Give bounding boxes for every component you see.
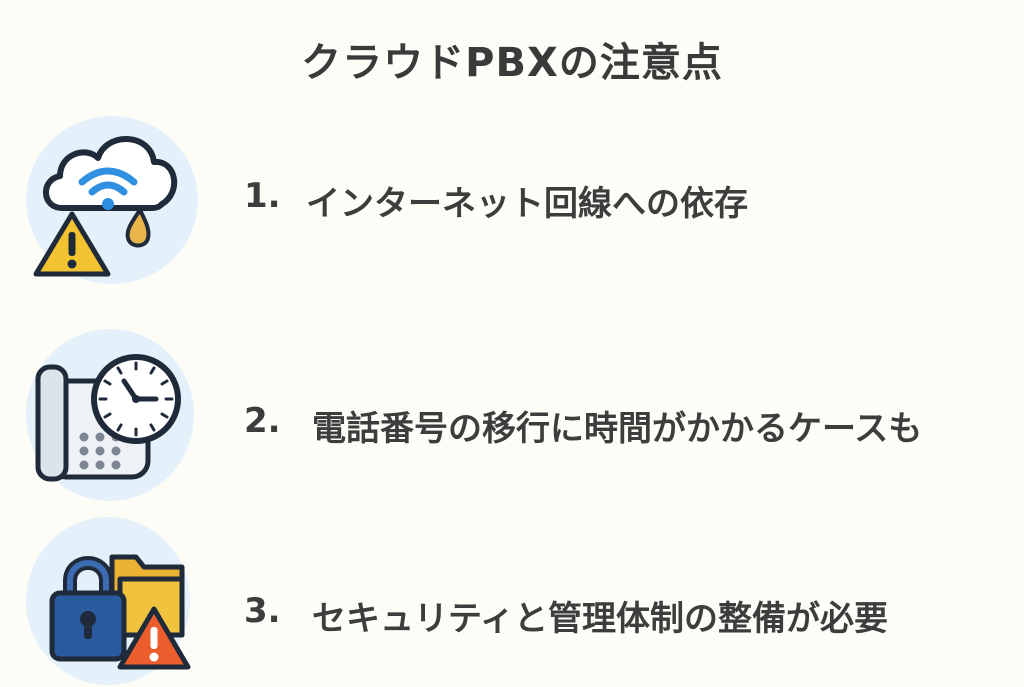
list-item-3: 3. セキュリティと管理体制の整備が必要 [0,505,1024,685]
item-number: 1. [244,176,281,216]
cloud-wifi-warning-icon [20,110,200,290]
item-text: セキュリティと管理体制の整備が必要 [312,599,888,639]
phone-clock-icon [20,325,200,505]
list-item-1: 1. インターネット回線への依存 [0,110,1024,290]
item-number: 2. [244,401,281,441]
lock-folder-warning-icon [20,505,200,685]
page-title: クラウドPBXの注意点 [301,40,723,86]
item-text: 電話番号の移行に時間がかかるケースも [312,409,923,449]
item-text: インターネット回線への依存 [306,184,748,224]
item-number: 3. [244,591,281,631]
list-item-2: 2. 電話番号の移行に時間がかかるケースも [0,325,1024,505]
